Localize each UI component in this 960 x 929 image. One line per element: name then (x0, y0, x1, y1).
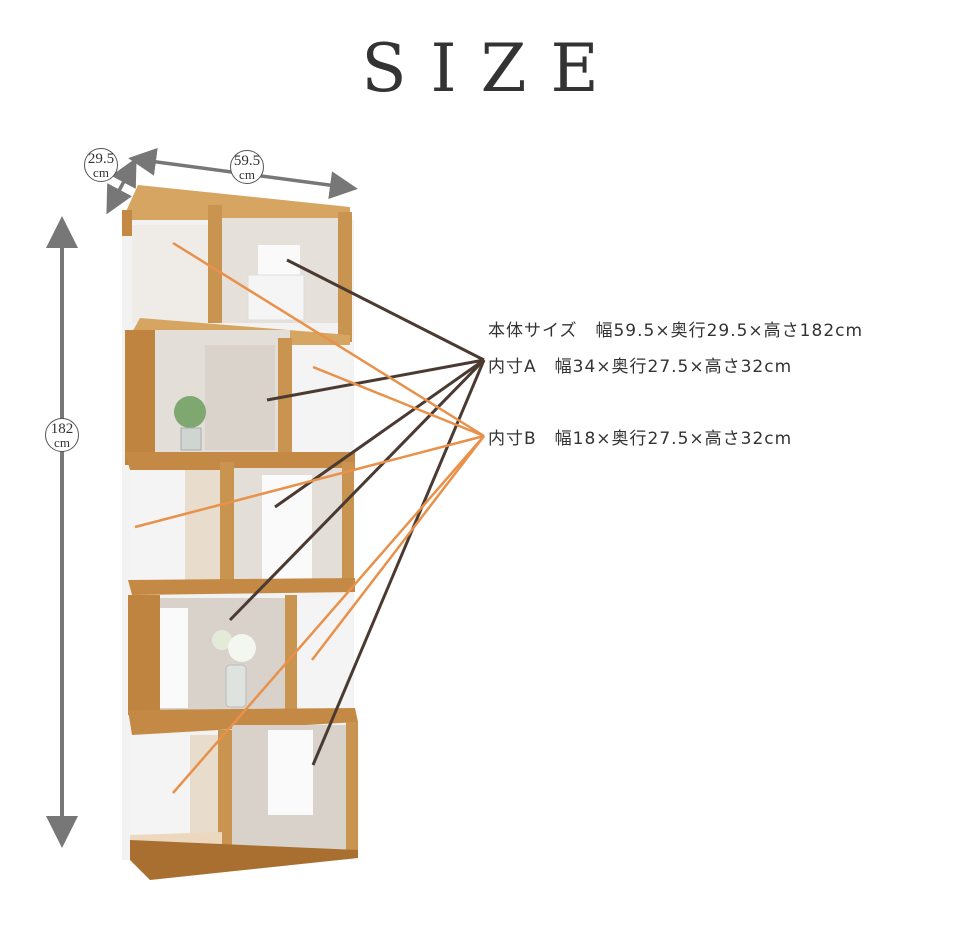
height-label: 182 cm (45, 418, 79, 452)
depth-arrow (106, 157, 137, 215)
spec-inner-b: 内寸B 幅18×奥行27.5×高さ32cm (488, 429, 793, 449)
shelf-tier-1 (122, 185, 352, 342)
spec-inner-a: 内寸A 幅34×奥行27.5×高さ32cm (488, 357, 793, 377)
width-label: 59.5 cm (230, 150, 264, 184)
page-title: SIZE (361, 30, 623, 107)
depth-label: 29.5 cm (84, 148, 118, 182)
shelf-tier-4 (128, 595, 358, 735)
leader-lines-inner-b (134, 241, 485, 794)
shelf-tier-2 (125, 318, 355, 470)
spec-body-size: 本体サイズ 幅59.5×奥行29.5×高さ182cm (488, 321, 864, 341)
shelf-tier-5 (130, 722, 358, 880)
